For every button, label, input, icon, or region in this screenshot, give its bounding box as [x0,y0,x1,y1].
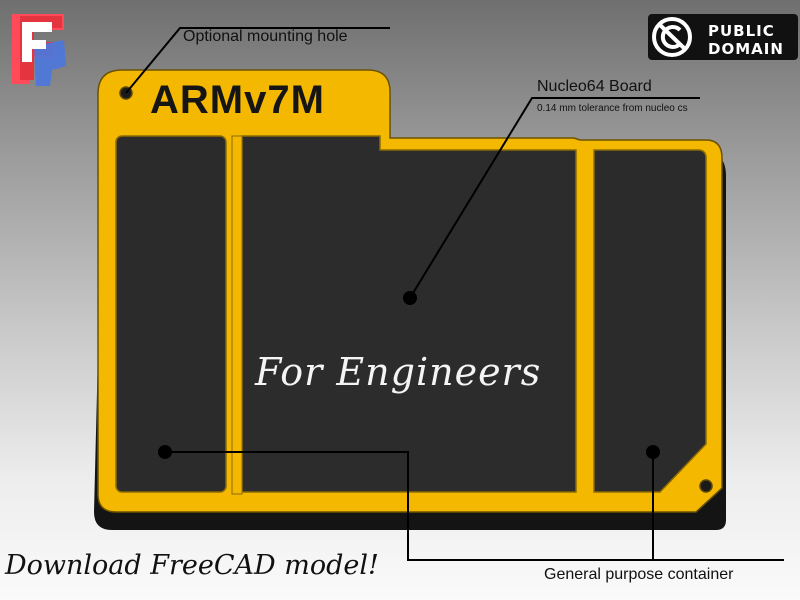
nucleo-board-label: Nucleo64 Board [537,78,652,95]
nucleo-callout-dot [403,291,417,305]
left-container-pocket [115,135,227,493]
container-leader [165,451,784,561]
freecad-logo-icon [12,14,66,86]
nucleo-leader [409,97,700,299]
badge-line-2: DOMAIN [708,40,784,58]
armv7m-engraving: ARMv7M [150,78,325,122]
badge-line-1: PUBLIC [708,22,775,40]
right-container-pocket [593,149,707,493]
left-container-callout-dot [158,445,172,459]
tolerance-note: 0.14 mm tolerance from nucleo cs [537,103,688,114]
container-label: General purpose container [544,566,734,583]
public-domain-text: PUBLIC DOMAIN [648,14,798,60]
right-container-callout-dot [646,445,660,459]
callout-lines [125,27,784,561]
mounting-hole-bottom-right [699,479,713,493]
headline: For Engineers [255,350,542,394]
public-domain-badge [648,14,798,60]
pocket-divider-bar [231,135,243,495]
mounting-hole-leader [125,27,390,94]
mounting-hole-label: Optional mounting hole [183,28,348,45]
nucleo-board-pocket [241,135,577,493]
download-link[interactable]: Download FreeCAD model! [5,550,379,581]
